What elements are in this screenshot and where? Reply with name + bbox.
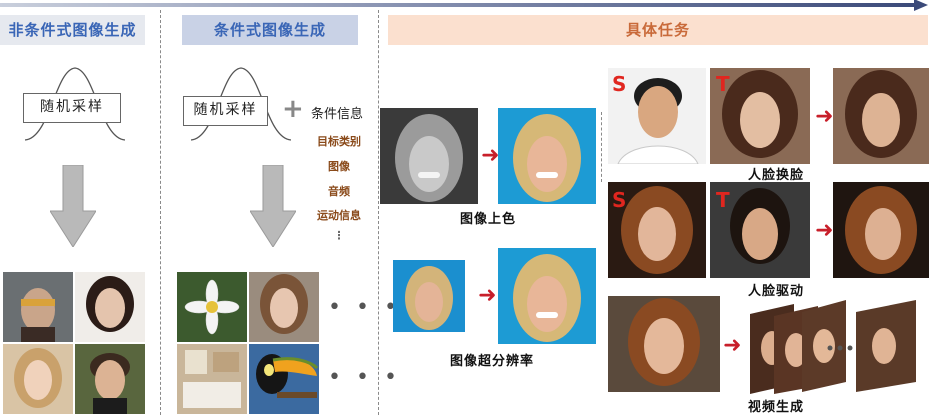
arrow-faceswap: ➜: [815, 104, 834, 129]
timeline-bar: [0, 3, 918, 7]
source-mark-2: S: [612, 188, 627, 212]
faceswap-target-image: [710, 68, 810, 164]
faceswap-output-image: [833, 68, 929, 164]
separator-3: [601, 112, 602, 182]
target-mark-1: T: [716, 72, 730, 96]
label-colorization: 图像上色: [460, 212, 517, 227]
separator-2: [378, 10, 379, 415]
arrow-superres: ➜: [478, 283, 497, 308]
reenact-output-image: [833, 182, 929, 278]
header-tasks: 具体任务: [388, 15, 928, 45]
arrow-video: ➜: [723, 333, 742, 358]
separator-1: [160, 10, 161, 415]
condition-item-audio: 音频: [328, 185, 350, 198]
generated-faces-grid: [3, 272, 145, 414]
condition-item-more: ⋮: [333, 229, 345, 242]
video-frames: [750, 300, 916, 394]
more-dots-bottom: • • •: [328, 365, 401, 390]
conditional-samples-grid: [177, 272, 319, 414]
source-mark-1: S: [612, 72, 627, 96]
more-dots-top: • • •: [328, 295, 401, 320]
arrow-reenact: ➜: [815, 218, 834, 243]
superres-output-image: [498, 248, 596, 344]
arrow-colorization: ➜: [481, 143, 500, 168]
timeline-arrowhead: [914, 0, 928, 11]
condition-item-class: 目标类别: [317, 135, 361, 148]
colorization-output-image: [498, 108, 596, 204]
condition-item-motion: 运动信息: [317, 209, 361, 222]
video-source-image: [608, 296, 720, 392]
faceswap-source-image: [608, 68, 706, 164]
down-arrow-middle: [250, 165, 296, 247]
target-mark-2: T: [716, 188, 730, 212]
down-arrow-left: [50, 165, 96, 247]
gaussian-curve-left: [24, 67, 126, 141]
superres-input-image: [393, 260, 465, 332]
label-video: 视频生成: [748, 400, 805, 415]
reenact-source-image: [608, 182, 706, 278]
label-faceswap: 人脸换脸: [748, 168, 805, 183]
plus-sign: +: [282, 94, 304, 124]
random-sampling-box-middle: 随机采样: [183, 96, 268, 126]
label-reenact: 人脸驱动: [748, 284, 805, 299]
header-conditional: 条件式图像生成: [182, 15, 358, 45]
reenact-target-image: [710, 182, 810, 278]
condition-item-image: 图像: [328, 160, 350, 173]
label-superres: 图像超分辨率: [450, 354, 535, 369]
random-sampling-box-left: 随机采样: [23, 93, 121, 123]
header-unconditional: 非条件式图像生成: [0, 15, 145, 45]
condition-info-title: 条件信息: [311, 107, 364, 122]
colorization-input-image: [380, 108, 478, 204]
